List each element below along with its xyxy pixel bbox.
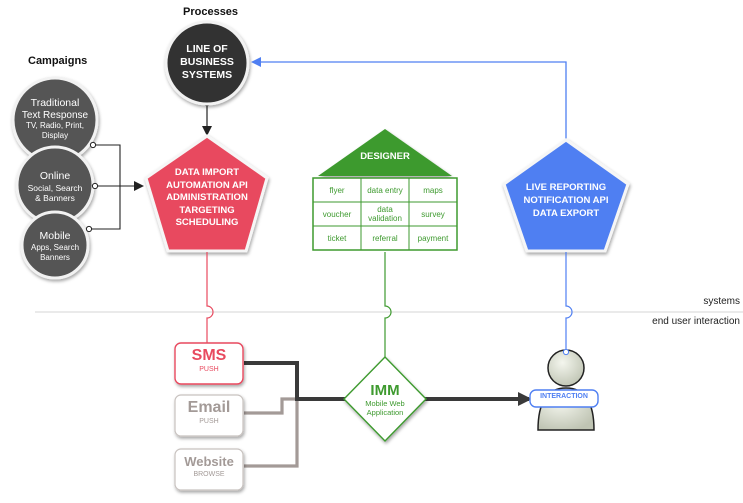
campaign-traditional-sub-3: Display <box>41 131 69 140</box>
online-connector-dot <box>91 182 99 190</box>
live-line-3: DATA EXPORT <box>532 208 600 219</box>
imm-label: IMM Mobile Web Application <box>350 382 420 417</box>
data-import-pentagon <box>144 134 269 253</box>
lob-line-3: SYSTEMS <box>181 69 233 81</box>
live-line-1: LIVE REPORTING <box>525 182 607 193</box>
campaign-mobile-title: Mobile <box>39 230 71 242</box>
sms-box[interactable] <box>174 342 244 385</box>
email-title: Email <box>187 399 231 416</box>
processes-header: Processes <box>183 6 239 18</box>
designer-title: DESIGNER <box>360 151 410 162</box>
interaction-badge-label: INTERACTION <box>540 393 588 400</box>
designer-grid-lines <box>313 178 457 250</box>
designer-cell: survey <box>421 209 445 219</box>
campaign-mobile-sub-2: Banners <box>40 253 70 262</box>
campaign-traditional-sub-2: TV, Radio, Print, <box>26 121 84 130</box>
designer-cell: referral <box>372 233 398 243</box>
lob-line-1: LINE OF <box>186 43 228 55</box>
designer-cell: flyer <box>329 185 345 195</box>
website-box[interactable] <box>174 448 244 491</box>
campaign-mobile-label: Mobile Apps, Search Banners <box>20 230 90 263</box>
mobile-connector-dot <box>85 225 93 233</box>
email-label[interactable]: Email PUSH <box>175 398 243 427</box>
sms-sub: PUSH <box>199 366 219 373</box>
data-import-line-4: TARGETING <box>179 204 235 216</box>
imm-title: IMM <box>370 382 400 399</box>
campaign-traditional-label: Traditional Text Response TV, Radio, Pri… <box>13 97 97 141</box>
data-import-line-3: ADMINISTRATION <box>166 192 248 203</box>
channel-paths <box>244 361 532 468</box>
campaign-online-sub-1: Social, Search <box>27 183 83 193</box>
designer-cell: data entry <box>367 185 403 195</box>
traditional-connector-dot <box>89 141 97 149</box>
live-reporting-label: LIVE REPORTING NOTIFICATION API DATA EXP… <box>506 181 626 220</box>
system-connectors <box>206 252 573 357</box>
campaign-traditional-title: Traditional <box>30 97 80 109</box>
live-reporting-pentagon <box>502 138 630 253</box>
imm-sub-2: Application <box>366 408 404 417</box>
lob-label: LINE OF BUSINESS SYSTEMS <box>166 43 248 82</box>
sms-label[interactable]: SMS PUSH <box>175 346 243 375</box>
data-import-line-1: DATA IMPORT <box>174 167 240 178</box>
campaign-circle-mobile <box>20 210 90 280</box>
sms-title: SMS <box>191 347 227 364</box>
campaign-online-label: Online Social, Search & Banners <box>15 170 95 203</box>
campaign-online-title: Online <box>39 170 71 182</box>
campaign-traditional-sub-1: Text Response <box>21 110 89 121</box>
designer-cell: data validation <box>368 205 402 223</box>
email-sub: PUSH <box>199 418 219 425</box>
designer-cell: voucher <box>322 209 352 219</box>
imm-diamond <box>343 355 427 443</box>
systems-label: systems <box>703 296 740 307</box>
website-label[interactable]: Website BROWSE <box>175 454 243 480</box>
end-user-interaction-label: end user interaction <box>652 316 740 327</box>
designer-cell: maps <box>423 185 443 195</box>
data-import-label: DATA IMPORT AUTOMATION API ADMINISTRATIO… <box>152 167 262 230</box>
campaigns-header: Campaigns <box>28 55 88 67</box>
lob-line-2: BUSINESS <box>180 56 234 68</box>
data-import-line-2: AUTOMATION API <box>166 179 248 191</box>
imm-sub-1: Mobile Web <box>365 399 405 408</box>
user-connector-dot <box>562 348 570 356</box>
designer-roof <box>318 129 452 176</box>
lob-circle <box>164 20 250 106</box>
designer-cell: ticket <box>327 233 347 243</box>
data-import-line-5: SCHEDULING <box>175 217 239 228</box>
campaign-online-sub-2: & Banners <box>35 193 75 203</box>
live-to-lob-arrow <box>251 57 567 140</box>
interaction-badge <box>529 389 599 408</box>
designer-grid <box>312 177 458 251</box>
campaign-mobile-sub-1: Apps, Search <box>30 243 80 252</box>
live-line-2: NOTIFICATION API <box>523 195 609 206</box>
campaign-bracket <box>91 144 144 230</box>
website-sub: BROWSE <box>193 471 225 478</box>
email-box[interactable] <box>174 394 244 437</box>
designer-cell: payment <box>417 233 449 243</box>
website-title: Website <box>184 454 234 469</box>
